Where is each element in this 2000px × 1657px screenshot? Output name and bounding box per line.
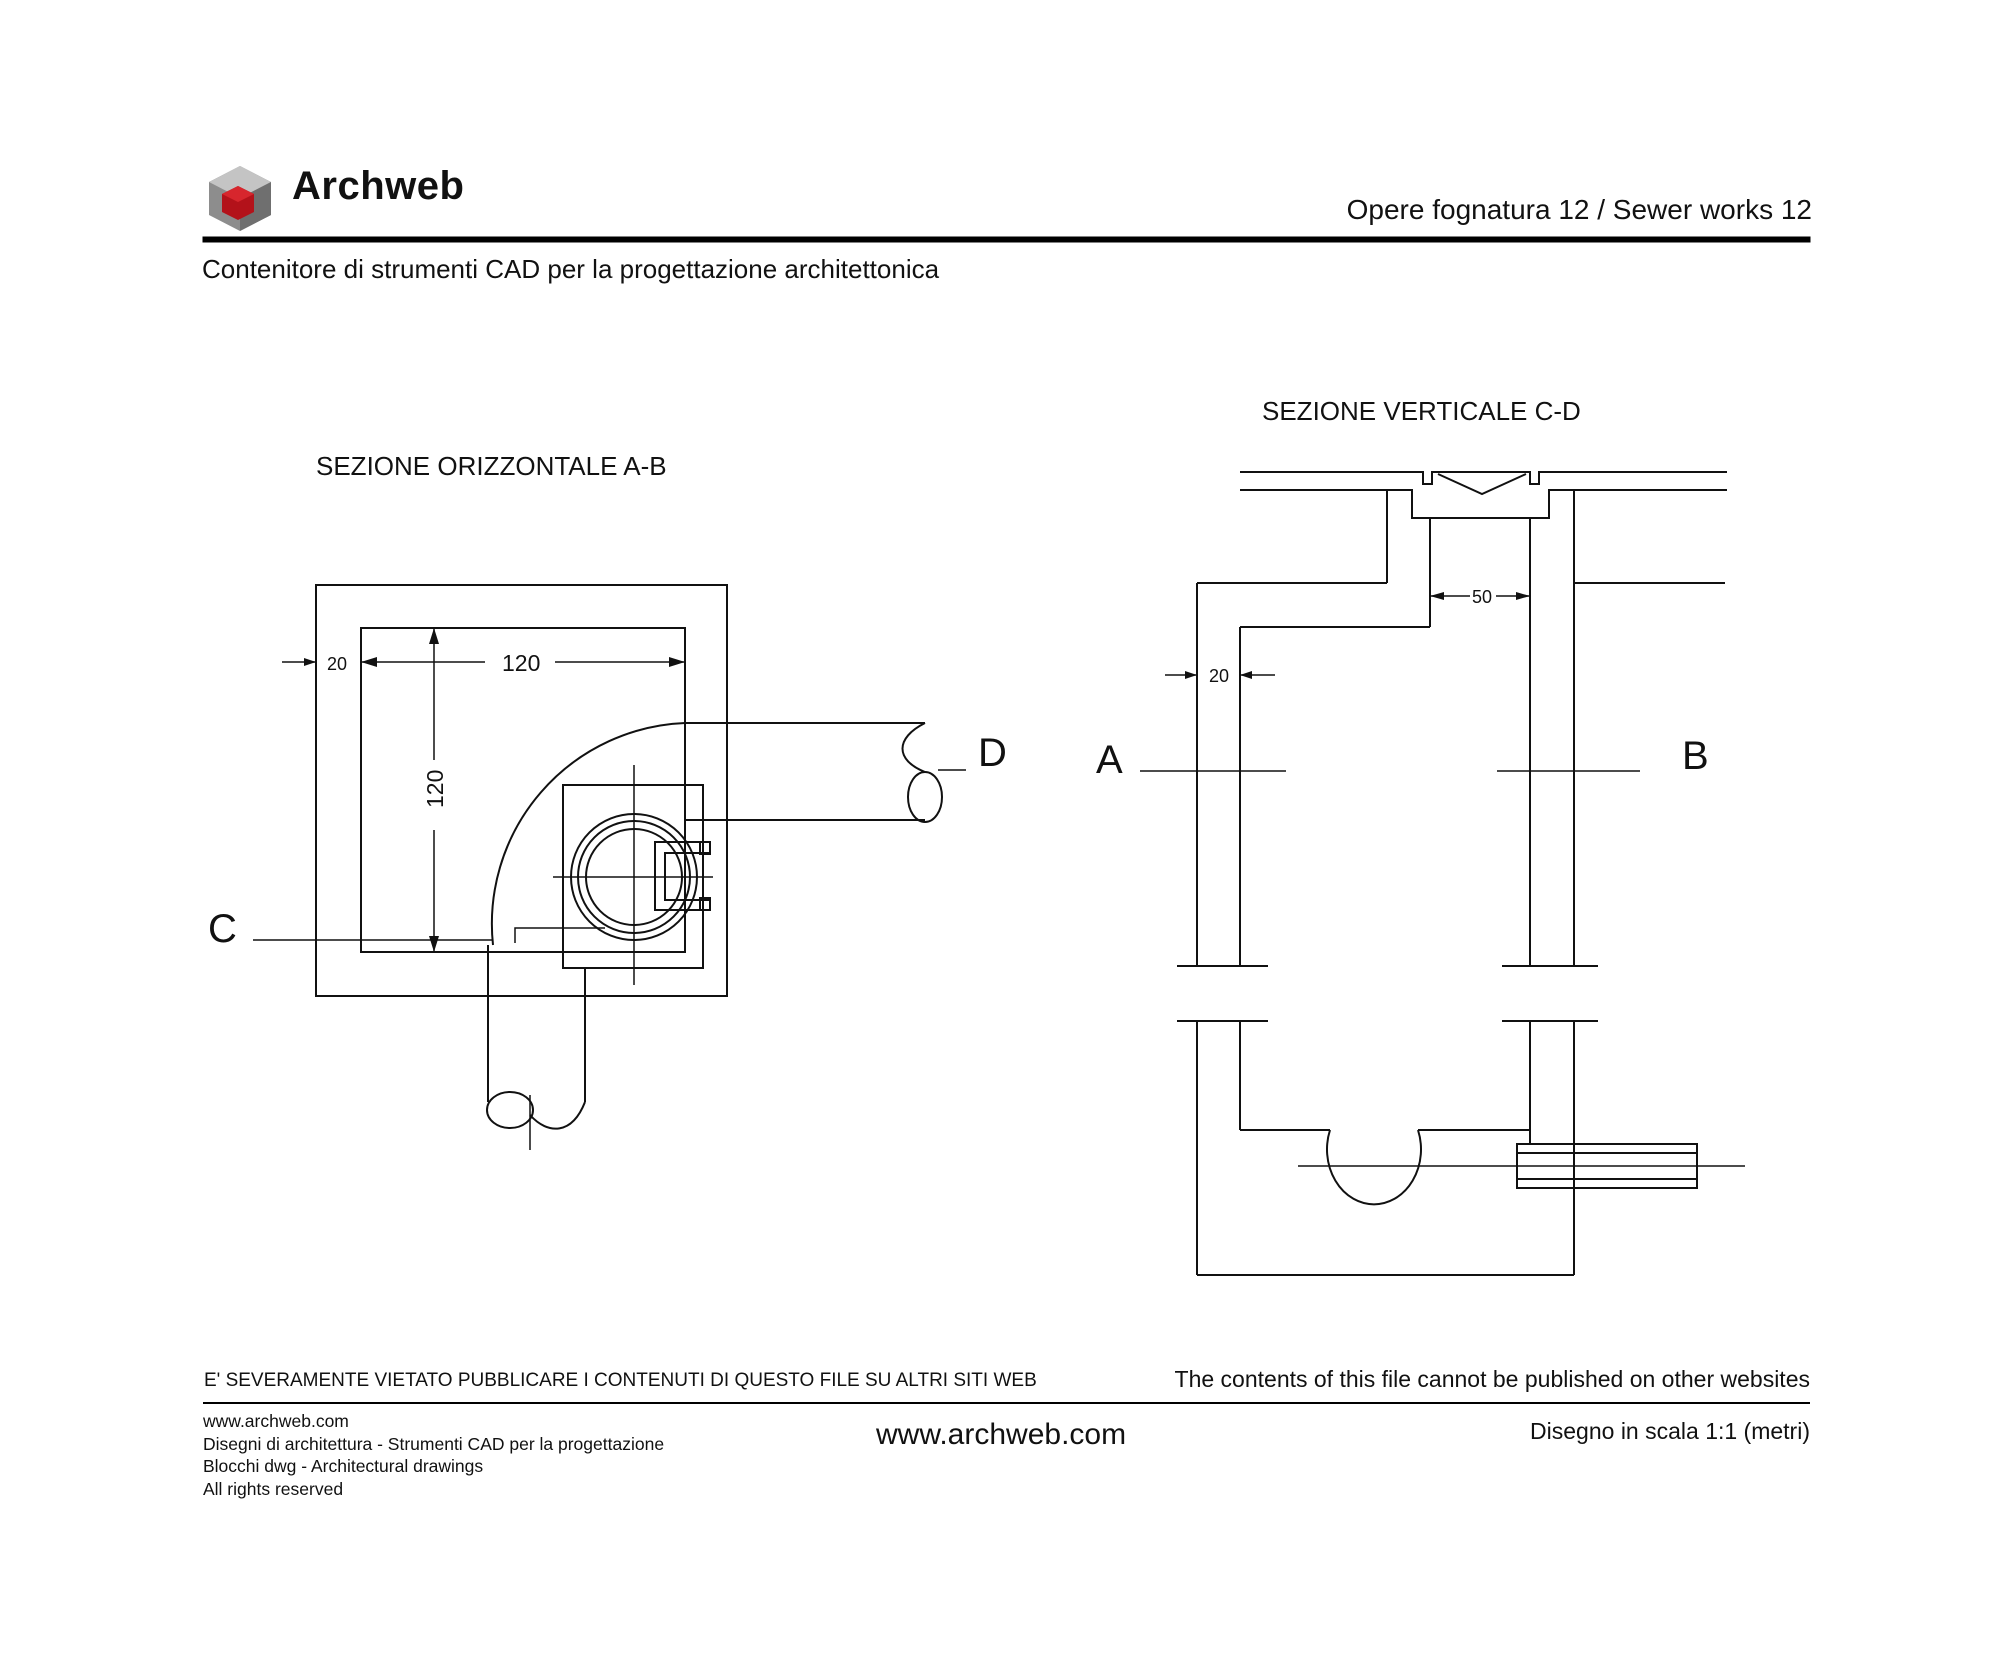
vertical-section: SEZIONE VERTICALE C-D [1096, 396, 1745, 1276]
document-title: Opere fognatura 12 / Sewer works 12 [1346, 194, 1812, 225]
footer-credits: www.archweb.com Disegni di architettura … [203, 1410, 664, 1500]
drawing-scale: Disegno in scala 1:1 (metri) [1530, 1418, 1810, 1444]
section-mark-a: A [1096, 738, 1123, 782]
footer-line: Blocchi dwg - Architectural drawings [203, 1456, 484, 1476]
dim-inner-depth: 120 [422, 770, 448, 808]
footer-website-link[interactable]: www.archweb.com [876, 1418, 1127, 1451]
brand-name: Archweb [292, 164, 465, 208]
section-mark-d: D [978, 731, 1007, 775]
footer-line: www.archweb.com [203, 1411, 349, 1431]
dim-wall-right: 20 [1209, 666, 1229, 686]
footer-warning-english: The contents of this file cannot be publ… [1174, 1366, 1810, 1392]
horizontal-section-plan: SEZIONE ORIZZONTALE A-B 20 120 120 [208, 451, 1007, 1150]
right-section-title: SEZIONE VERTICALE C-D [1262, 396, 1581, 426]
dim-inner-width: 120 [502, 650, 540, 676]
footer-warning-italian: E' SEVERAMENTE VIETATO PUBBLICARE I CONT… [204, 1370, 1037, 1391]
dim-shaft-width: 50 [1472, 587, 1492, 607]
footer-line: All rights reserved [203, 1478, 344, 1499]
header-rule [202, 236, 1811, 243]
left-section-title: SEZIONE ORIZZONTALE A-B [316, 451, 667, 481]
document-subtitle: Contenitore di strumenti CAD per la prog… [202, 254, 940, 284]
footer-line: Disegni di architettura - Strumenti CAD … [203, 1433, 665, 1454]
section-mark-c: C [208, 907, 237, 951]
dim-wall-left: 20 [327, 654, 347, 674]
section-mark-b: B [1682, 734, 1709, 778]
